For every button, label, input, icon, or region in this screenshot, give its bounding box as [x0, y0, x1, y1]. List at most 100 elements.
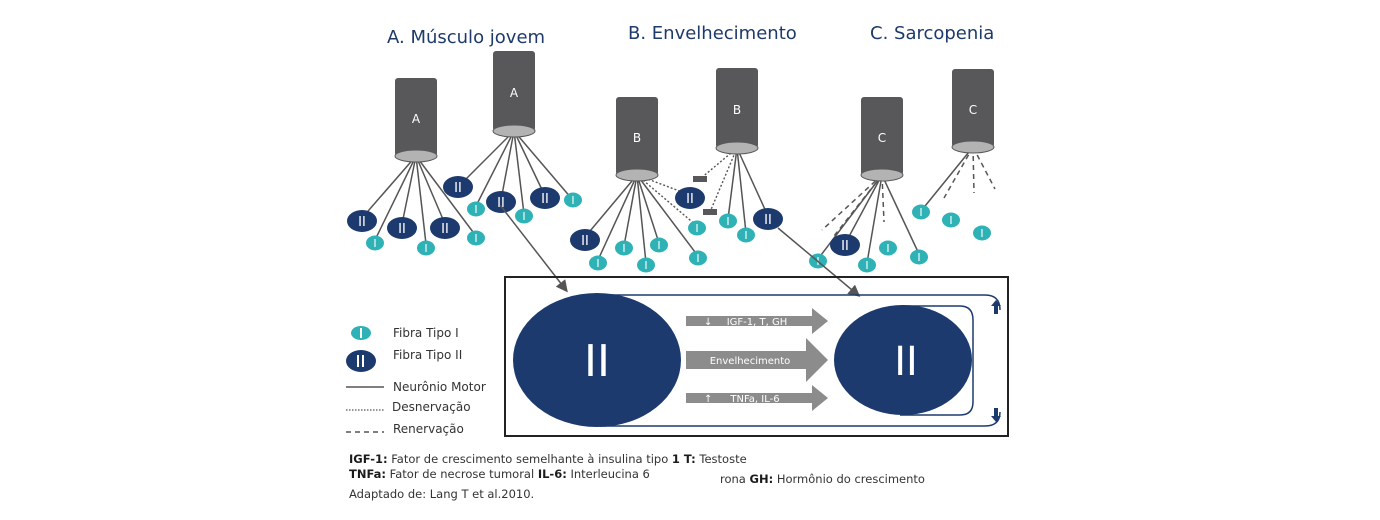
type1-fiber-label: I: [886, 242, 889, 255]
neuron-terminal-a1: [394, 149, 438, 163]
type2-fiber-label: II: [398, 222, 406, 237]
legend-type1-label: Fibra Tipo I: [393, 326, 459, 340]
type1-fiber-label: I: [622, 242, 625, 255]
type1-fiber: [650, 237, 668, 253]
footnote-term: IGF-1:: [349, 452, 388, 466]
type1-fiber: [366, 235, 384, 251]
type1-fiber: [417, 240, 435, 256]
type1-fiber-label: I: [695, 222, 698, 235]
type1-fiber-label: I: [919, 206, 922, 219]
type2-fiber: [753, 208, 783, 230]
source-citation: Adaptado de: Lang T et al.2010.: [349, 487, 535, 501]
type1-fiber-label: I: [474, 232, 477, 245]
denervation-line: [709, 147, 738, 213]
motor-neuron-line: [415, 155, 477, 237]
type2-fiber-label: II: [441, 222, 449, 237]
footnote-line-2b: rona GH: Hormônio do crescimento: [720, 471, 925, 487]
type1-fiber-label: I: [865, 259, 868, 272]
motor-neuron-line: [415, 155, 446, 225]
footnote-term: IL-6:: [537, 467, 567, 481]
neuron-body-a1: [395, 78, 437, 156]
type1-fiber: [515, 208, 533, 224]
type1-fiber-label: I: [644, 259, 647, 272]
type2-fiber: [443, 176, 473, 198]
motor-neuron-line: [361, 155, 417, 219]
type1-fiber: [688, 220, 706, 236]
neuron-terminal-b2: [715, 141, 759, 155]
motor-neuron-line: [736, 147, 769, 217]
type1-fiber: [467, 201, 485, 217]
atrophied-fiber-label: II: [894, 339, 918, 385]
type1-fiber-label: I: [596, 257, 599, 270]
type1-fiber: [912, 204, 930, 220]
neuron-body-c2: [952, 69, 994, 147]
motor-neuron-line: [817, 174, 883, 260]
neuron-terminal-b1: [615, 168, 659, 182]
motor-neuron-line: [636, 174, 699, 257]
footnote-term: 1 T:: [671, 452, 696, 466]
reinnervation-line: [833, 174, 883, 237]
motor-neuron-line: [401, 155, 417, 225]
motor-neuron-line: [374, 155, 417, 241]
type1-fiber: [467, 230, 485, 246]
process-arrow-hormones: ↓ IGF-1, T, GH: [686, 308, 828, 334]
type1-fiber-label: I: [571, 194, 574, 207]
process-arrow-aging: Envelhecimento: [686, 338, 828, 382]
neuron-body-a2: [493, 51, 535, 131]
aging-label: Envelhecimento: [710, 356, 791, 367]
process-arrow-cytokines: ↑ TNFa, IL-6: [686, 385, 828, 411]
reinnervation-line: [972, 146, 975, 194]
outer-outline-top: [600, 294, 1001, 311]
type2-fiber-label: II: [841, 239, 849, 254]
denervated-terminal: [703, 209, 717, 215]
decrease-arrow-icon: [991, 408, 1001, 422]
motor-neuron-line: [727, 147, 738, 220]
type1-fiber: [689, 250, 707, 266]
type1-fiber-label: I: [657, 239, 660, 252]
type1-fiber: [615, 240, 633, 256]
neuron-label-c1: C: [878, 131, 886, 145]
footnote-definition: Hormônio do crescimento: [773, 472, 925, 486]
type2-fiber-label: II: [764, 213, 772, 228]
neuron-label-a2: A: [510, 86, 519, 100]
neuron-label-b2: B: [733, 103, 741, 117]
type2-fiber: [347, 210, 377, 232]
type1-fiber-label: I: [744, 229, 747, 242]
neuron-label-b1: B: [633, 131, 641, 145]
type1-fiber: [589, 255, 607, 271]
motor-neuron-line: [584, 174, 638, 238]
inner-outline: [900, 305, 974, 416]
reinnervation-line: [881, 174, 885, 223]
type2-fiber: [675, 187, 705, 209]
type1-fiber-label: I: [474, 203, 477, 216]
denervation-line: [636, 174, 698, 227]
type1-fiber-label: I: [696, 252, 699, 265]
increase-arrow-icon: [991, 300, 1001, 314]
reinnervation-line: [821, 174, 883, 231]
atrophied-type2-fiber: [834, 305, 972, 415]
neuron-terminal-a2: [492, 124, 536, 138]
motor-neuron-line: [636, 174, 647, 264]
type2-fiber: [830, 234, 860, 256]
motor-neuron-line: [623, 174, 638, 247]
legend-type2-swatch: [346, 350, 376, 372]
reinnervation-line: [943, 146, 974, 199]
type1-fiber: [737, 227, 755, 243]
type1-fiber: [942, 212, 960, 228]
footnote-definition: Fator de necrose tumoral: [386, 467, 538, 481]
type1-fiber-label: I: [980, 227, 983, 240]
title-aging: B. Envelhecimento: [628, 23, 797, 44]
type2-fiber-label: II: [686, 192, 694, 207]
large-type2-fiber: [513, 293, 681, 427]
type1-fiber: [910, 249, 928, 265]
type1-fiber: [858, 257, 876, 273]
motor-neuron-line: [415, 155, 427, 245]
motor-neuron-connections: [361, 130, 996, 264]
footnote-term: TNFa:: [349, 467, 387, 481]
type1-fiber: [564, 192, 582, 208]
motor-neuron-line: [866, 174, 883, 264]
type1-fiber-label: I: [949, 214, 952, 227]
